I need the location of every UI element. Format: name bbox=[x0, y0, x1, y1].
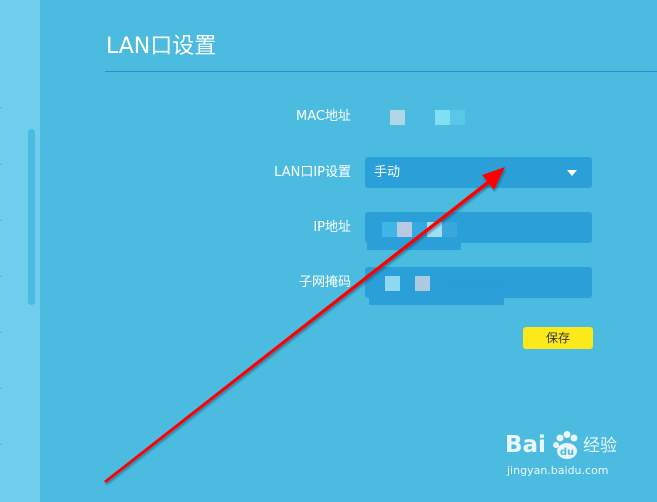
paw-icon: du bbox=[553, 431, 578, 459]
sidebar-tick bbox=[0, 332, 2, 333]
page-title: LAN口设置 bbox=[106, 34, 217, 59]
redacted-block bbox=[415, 276, 430, 291]
redacted-block bbox=[382, 222, 397, 237]
sidebar-tick bbox=[0, 220, 2, 221]
save-button[interactable]: 保存 bbox=[523, 327, 593, 349]
redacted-block bbox=[397, 222, 412, 237]
watermark-cn: 经验 bbox=[583, 436, 617, 456]
watermark-url: jingyan.baidu.com bbox=[507, 464, 609, 477]
ip-label: IP地址 bbox=[313, 220, 351, 235]
title-divider bbox=[105, 71, 657, 72]
redacted-block bbox=[412, 222, 427, 237]
lan-ip-mode-label: LAN口IP设置 bbox=[274, 165, 351, 180]
ip-input[interactable] bbox=[365, 212, 592, 243]
sidebar bbox=[0, 0, 40, 502]
subnet-input-shadow bbox=[369, 298, 504, 305]
watermark-brand: Bai bbox=[505, 432, 546, 458]
sidebar-tick bbox=[0, 444, 2, 445]
redacted-block bbox=[385, 276, 400, 291]
redacted-block bbox=[450, 110, 465, 125]
redacted-block bbox=[442, 222, 457, 237]
chevron-down-icon bbox=[567, 170, 577, 176]
redacted-block bbox=[427, 222, 442, 237]
baidu-watermark: Bai du 经验 jingyan.baidu.com bbox=[505, 428, 655, 498]
sidebar-tick bbox=[0, 388, 2, 389]
redacted-block bbox=[435, 110, 450, 125]
redacted-block bbox=[390, 110, 405, 125]
sidebar-scrollbar[interactable] bbox=[28, 129, 35, 305]
redacted-block bbox=[445, 275, 505, 292]
sidebar-tick bbox=[0, 107, 2, 108]
sidebar-tick bbox=[0, 276, 2, 277]
sidebar-tick bbox=[0, 164, 2, 165]
ip-input-shadow bbox=[367, 243, 461, 250]
svg-text:du: du bbox=[560, 447, 574, 458]
lan-ip-mode-value: 手动 bbox=[374, 165, 401, 180]
subnet-label: 子网掩码 bbox=[298, 275, 351, 290]
subnet-input[interactable] bbox=[365, 267, 592, 298]
lan-ip-mode-select[interactable]: 手动 bbox=[365, 157, 592, 188]
mac-label: MAC地址 bbox=[296, 109, 351, 124]
